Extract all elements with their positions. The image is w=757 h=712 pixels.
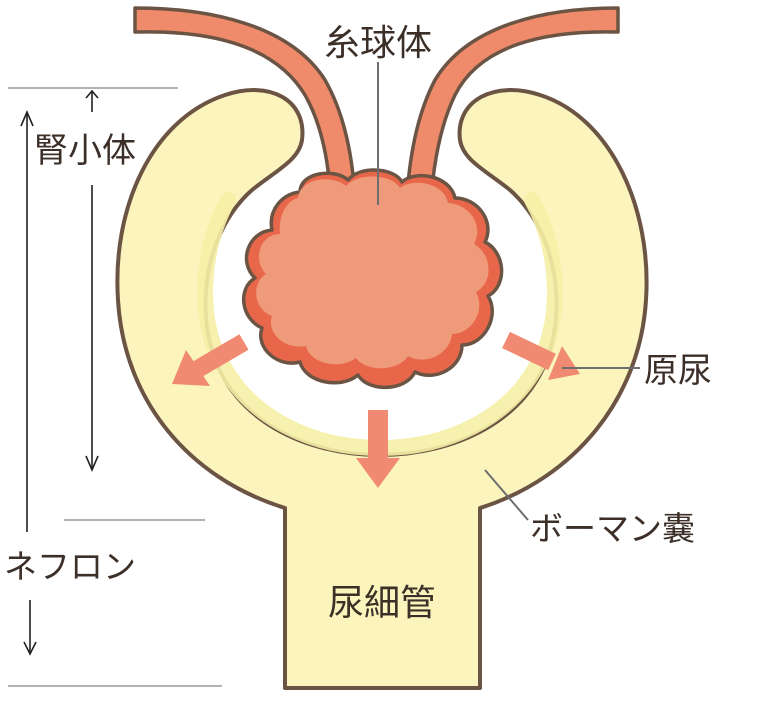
primary-urine-label: 原尿 [644,351,712,391]
nephron-up-arrow [20,109,34,532]
filtrate-arrow-down [356,410,400,488]
glomerulus-body [256,176,489,369]
nephron-label: ネフロン [4,547,136,586]
renal-corpuscle-down-arrow [85,185,99,473]
filtrate-arrow-left [172,334,249,386]
bowmans-capsule-leader-line [484,469,529,521]
bowmans-capsule-label: ボーマン嚢 [530,509,695,548]
nephron-down-arrow [23,600,37,656]
renal-tubule-label: 尿細管 [328,583,436,624]
filtrate-arrow-right [502,331,580,380]
renal-corpuscle-label: 腎小体 [34,131,136,171]
renal-corpuscle-up-arrow [85,89,99,112]
glomerulus-label: 糸球体 [324,23,432,64]
